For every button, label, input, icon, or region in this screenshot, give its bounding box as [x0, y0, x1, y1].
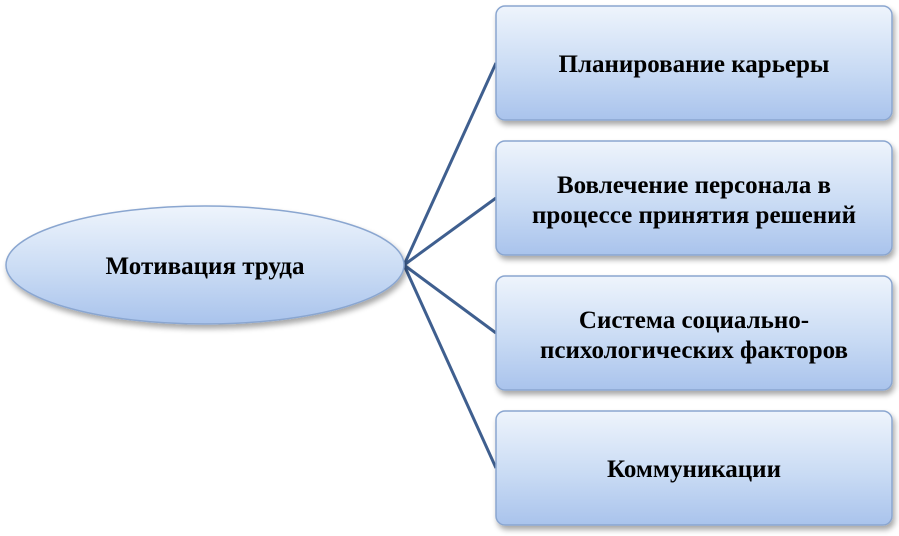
child-node-4-label: Коммуникации	[607, 456, 781, 483]
root-node-label: Мотивация труда	[106, 253, 305, 280]
connector-line-1	[402, 62, 498, 266]
child-node-1-box	[495, 5, 893, 121]
child-node-3: Система социально- психологических факто…	[495, 275, 893, 391]
child-node-4-box	[495, 410, 893, 526]
child-node-2-label-line-1: Вовлечение персонала в	[557, 172, 831, 199]
child-node-3-box	[495, 275, 893, 391]
root-node: Мотивация труда	[5, 205, 405, 325]
connectors	[402, 62, 498, 469]
child-node-3-label-line-1: Система социально-	[579, 307, 809, 334]
child-node-2-label-line-2: процессе принятия решений	[532, 202, 856, 229]
child-node-3-label-line-2: психологических факторов	[540, 337, 848, 364]
child-node-2-box	[495, 140, 893, 256]
child-node-2: Вовлечение персонала в процессе принятия…	[495, 140, 893, 256]
child-node-1: Планирование карьеры	[495, 5, 893, 121]
connector-line-4	[402, 264, 498, 469]
child-node-4: Коммуникации	[495, 410, 893, 526]
connector-line-3	[403, 263, 497, 335]
root-node-shape	[5, 205, 405, 325]
child-node-1-label: Планирование карьеры	[559, 51, 830, 78]
connector-line-2	[403, 196, 497, 267]
